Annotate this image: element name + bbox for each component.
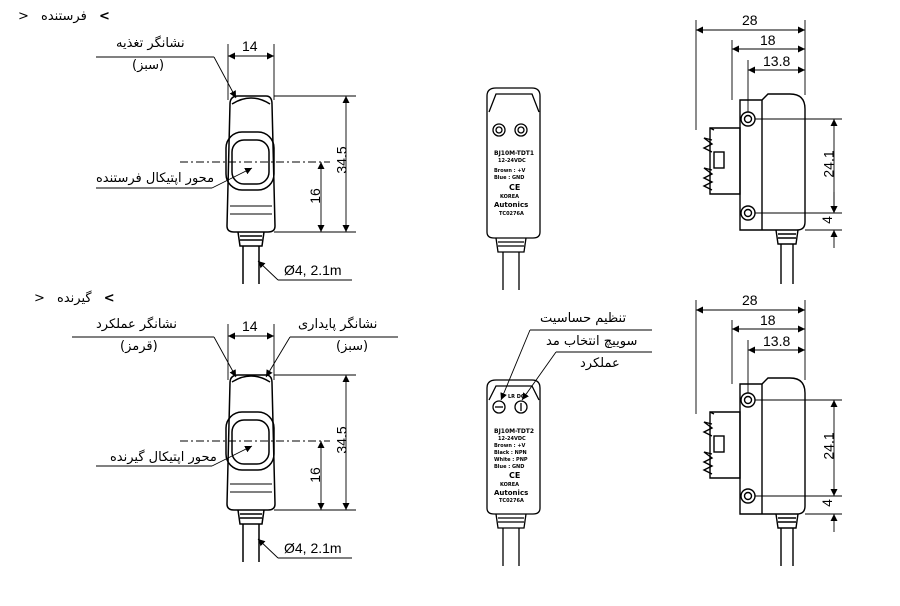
receiver-optical-axis-label: محور اپتیکال گیرنده bbox=[110, 450, 217, 465]
receiver-product-wire2: Black : NPN bbox=[494, 450, 527, 456]
emitter-cable-label: Ø4, 2.1m bbox=[284, 262, 342, 278]
emitter-height-dim: 34.5 bbox=[333, 146, 350, 174]
emitter-product-code: TC0276A bbox=[499, 211, 524, 217]
receiver-product-callouts bbox=[500, 329, 652, 401]
receiver-stability-indicator-color: (سبز) bbox=[336, 339, 369, 354]
emitter-product-led-right bbox=[514, 123, 528, 137]
receiver-front-dims bbox=[72, 324, 398, 559]
receiver-indicators bbox=[231, 375, 271, 383]
emitter-side-body bbox=[739, 93, 806, 231]
emitter-depth-mid-dim: 18 bbox=[760, 32, 776, 48]
emitter-product-view bbox=[486, 87, 541, 290]
emitter-product-voltage: 12-24VDC bbox=[498, 158, 526, 164]
title-bracket-right: < bbox=[103, 291, 115, 306]
emitter-front-dims bbox=[96, 44, 356, 281]
emitter-depth-small-dim: 13.8 bbox=[763, 53, 791, 69]
emitter-product-country: KOREA bbox=[500, 194, 520, 200]
emitter-depth-total-dim: 28 bbox=[742, 12, 758, 28]
emitter-title-text: فرستنده bbox=[41, 9, 87, 24]
receiver-side-body bbox=[739, 377, 806, 515]
receiver-product-ce: CE bbox=[509, 471, 521, 480]
receiver-cable bbox=[242, 524, 260, 562]
emitter-product-brand: Autonics bbox=[494, 201, 529, 209]
emitter-bottom-lines bbox=[230, 205, 272, 215]
receiver-mode-switch bbox=[514, 400, 528, 414]
receiver-height-dim: 34.5 bbox=[333, 426, 350, 454]
receiver-product-voltage: 12-24VDC bbox=[498, 436, 526, 442]
emitter-cable-boot bbox=[237, 231, 265, 247]
emitter-body bbox=[226, 95, 276, 233]
emitter-hole-pitch-dim: 24.1 bbox=[820, 150, 837, 178]
receiver-title-text: گیرنده bbox=[57, 291, 92, 306]
receiver-product-wire1: Brown : +V bbox=[494, 443, 526, 449]
emitter-power-indicator-color: (سبز) bbox=[132, 58, 165, 73]
emitter-side-dims bbox=[695, 20, 842, 248]
receiver-cable-boot bbox=[237, 509, 265, 525]
emitter-optical-axis-label: محور اپتیکال فرستنده bbox=[96, 171, 215, 186]
receiver-product-model: BJ10M-TDT2 bbox=[494, 428, 535, 435]
title-bracket-left: > bbox=[18, 9, 29, 24]
receiver-body bbox=[226, 374, 276, 511]
receiver-lens-outer bbox=[225, 411, 275, 471]
receiver-side-view bbox=[702, 377, 806, 566]
emitter-product-wire1: Brown : +V bbox=[494, 168, 526, 174]
emitter-axis-height-dim: 16 bbox=[306, 188, 323, 204]
emitter-product-led-left bbox=[492, 123, 506, 137]
emitter-bottom-offset-dim: 4 bbox=[818, 216, 835, 224]
receiver-mode-switch-label-2: عملکرد bbox=[580, 356, 620, 371]
receiver-depth-total-dim: 28 bbox=[742, 292, 758, 308]
receiver-stability-indicator-label: نشانگر پایداری bbox=[298, 317, 378, 332]
title-bracket-left: > bbox=[34, 291, 45, 306]
receiver-depth-mid-dim: 18 bbox=[760, 312, 776, 328]
receiver-axis-height-dim: 16 bbox=[306, 467, 323, 483]
receiver-cable-label: Ø4, 2.1m bbox=[284, 540, 342, 556]
receiver-product-brand: Autonics bbox=[494, 489, 529, 497]
receiver-section-title: > گیرنده < bbox=[34, 291, 115, 306]
receiver-bottom-lines bbox=[230, 483, 272, 493]
receiver-sensitivity-adjust-label: تنظیم حساسیت bbox=[540, 311, 627, 326]
receiver-width-dim: 14 bbox=[242, 318, 258, 334]
receiver-mode-switch-label-1: سوییچ انتخاب مد bbox=[546, 334, 638, 349]
receiver-operation-indicator-label: نشانگر عملکرد bbox=[96, 317, 177, 332]
emitter-indicator bbox=[231, 97, 271, 105]
emitter-lens-outer bbox=[225, 131, 275, 191]
emitter-front-view bbox=[225, 95, 276, 284]
receiver-hole-pitch-dim: 24.1 bbox=[820, 432, 837, 460]
receiver-bottom-offset-dim: 4 bbox=[818, 499, 835, 507]
receiver-operation-indicator-color: (قرمز) bbox=[120, 339, 158, 354]
emitter-power-indicator-label: نشانگر تغذیه bbox=[116, 36, 185, 51]
receiver-depth-small-dim: 13.8 bbox=[763, 333, 791, 349]
emitter-cable bbox=[242, 246, 260, 284]
receiver-product-country: KOREA bbox=[500, 482, 520, 488]
emitter-section-title: > فرستنده < bbox=[18, 9, 110, 24]
receiver-product-code: TC0276A bbox=[499, 498, 524, 504]
emitter-width-dim: 14 bbox=[242, 38, 258, 54]
receiver-side-dims bbox=[695, 300, 842, 532]
receiver-product-switch-text: LR DO bbox=[508, 394, 526, 400]
receiver-front-view bbox=[225, 374, 276, 562]
emitter-side-view bbox=[702, 93, 806, 284]
title-bracket-right: < bbox=[98, 9, 110, 24]
emitter-product-model: BJ10M-TDT1 bbox=[494, 150, 535, 157]
receiver-product-view bbox=[486, 379, 541, 566]
receiver-sensitivity-knob bbox=[492, 400, 506, 414]
receiver-product-wire4: Blue : GND bbox=[494, 464, 525, 470]
receiver-product-wire3: White : PNP bbox=[494, 457, 528, 463]
receiver-lens-inner bbox=[231, 419, 270, 465]
emitter-product-ce: CE bbox=[509, 183, 521, 192]
emitter-product-wire2: Blue : GND bbox=[494, 175, 525, 181]
